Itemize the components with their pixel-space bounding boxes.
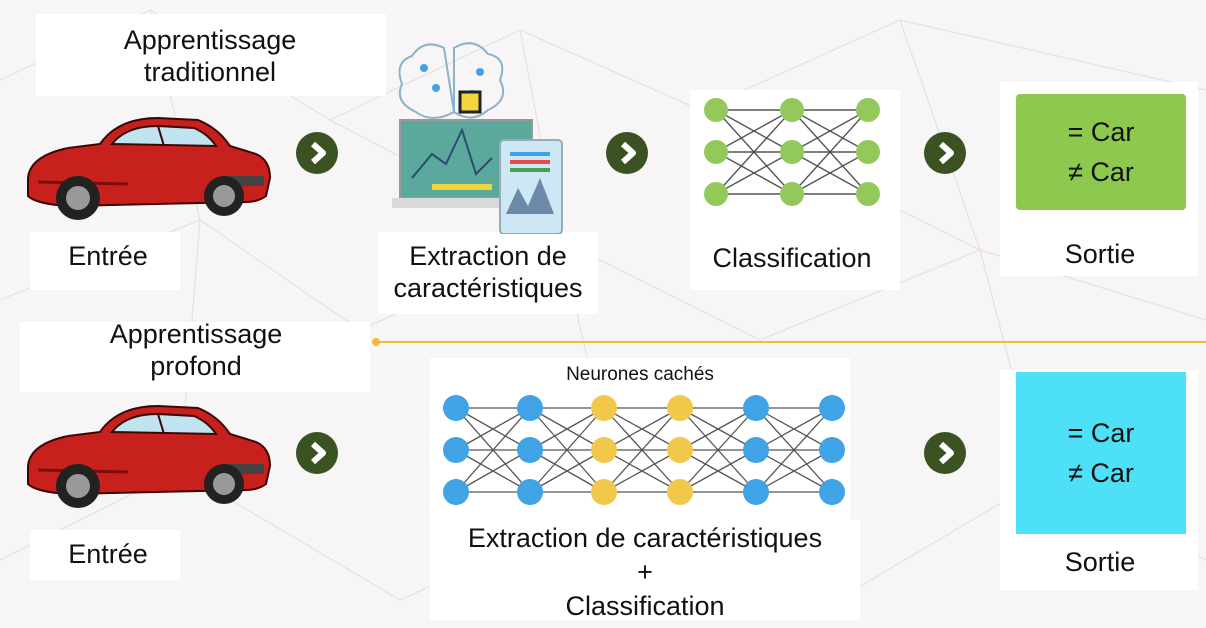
- neuron-node: [517, 395, 543, 421]
- neuron-node: [667, 479, 693, 505]
- neuron-node: [819, 395, 845, 421]
- panel-trad-feature: [378, 232, 598, 314]
- arrow-right-icon: [296, 432, 338, 474]
- network-link: [603, 407, 681, 451]
- classification-network-icon: [704, 98, 880, 206]
- neuron-node: [819, 479, 845, 505]
- trad-feature-label: Extraction de caractéristiques: [393, 241, 583, 303]
- network-link: [529, 407, 605, 451]
- output-neq-label: ≠ Car: [1068, 157, 1134, 187]
- panel-deep-label: [430, 520, 860, 620]
- deep-network-icon: [443, 395, 845, 505]
- neuron-node: [819, 437, 845, 463]
- hidden-neurons-label: Neurones cachés: [566, 364, 714, 385]
- neuron-node: [443, 395, 469, 421]
- panel-deep-network: [430, 358, 850, 524]
- network-link: [679, 449, 757, 493]
- network-link: [529, 407, 605, 493]
- arrow-right-icon: [296, 132, 338, 174]
- deep-output-box: = Car ≠ Car: [1016, 372, 1186, 534]
- panel-trad-input: [30, 232, 180, 290]
- feature-extraction-illustration: [392, 42, 563, 234]
- traditional-title: Apprentissage traditionnel: [123, 25, 297, 87]
- deep-title: Apprentissage profond: [109, 319, 283, 381]
- neuron-node: [743, 437, 769, 463]
- deep-label-line3: Classification: [565, 591, 725, 621]
- network-link: [755, 407, 833, 451]
- deep-label-line1: Extraction de caractéristiques: [467, 523, 823, 553]
- arrow-right-icon: [606, 132, 648, 174]
- car-image: [27, 404, 272, 508]
- neuron-node: [517, 437, 543, 463]
- network-link: [603, 407, 681, 493]
- panel-trad-title: [36, 14, 386, 96]
- neuron-node: [591, 437, 617, 463]
- network-link: [603, 449, 681, 493]
- network-link: [455, 407, 531, 451]
- arrow-right-icon: [924, 432, 966, 474]
- deep-output-label: Sortie: [1064, 547, 1136, 577]
- neuron-node: [443, 437, 469, 463]
- neuron-node: [443, 479, 469, 505]
- network-link: [529, 449, 605, 493]
- section-divider: [376, 341, 1206, 343]
- car-image: [27, 116, 272, 220]
- trad-output-label: Sortie: [1064, 239, 1136, 269]
- divider-dot: [372, 338, 380, 346]
- network-link: [679, 407, 757, 451]
- trad-output-box: = Car ≠ Car: [1016, 94, 1186, 210]
- neuron-node: [667, 395, 693, 421]
- network-link: [455, 449, 531, 493]
- network-link: [679, 407, 757, 493]
- output-neq-label: ≠ Car: [1068, 458, 1134, 488]
- panel-deep-input: [30, 530, 180, 580]
- trad-input-label: Entrée: [68, 241, 148, 271]
- network-link: [455, 407, 531, 493]
- neuron-node: [743, 395, 769, 421]
- network-link: [755, 449, 833, 493]
- trad-classification-label: Classification: [712, 243, 872, 273]
- deep-input-label: Entrée: [68, 539, 148, 569]
- neuron-node: [667, 437, 693, 463]
- panel-deep-title: [20, 322, 370, 392]
- network-link: [755, 407, 833, 493]
- arrow-right-icon: [924, 132, 966, 174]
- output-eq-label: = Car: [1067, 418, 1135, 448]
- deep-label-line2: +: [637, 557, 653, 587]
- neuron-node: [591, 479, 617, 505]
- output-eq-label: = Car: [1067, 117, 1135, 147]
- neuron-node: [591, 395, 617, 421]
- neuron-node: [517, 479, 543, 505]
- neuron-node: [743, 479, 769, 505]
